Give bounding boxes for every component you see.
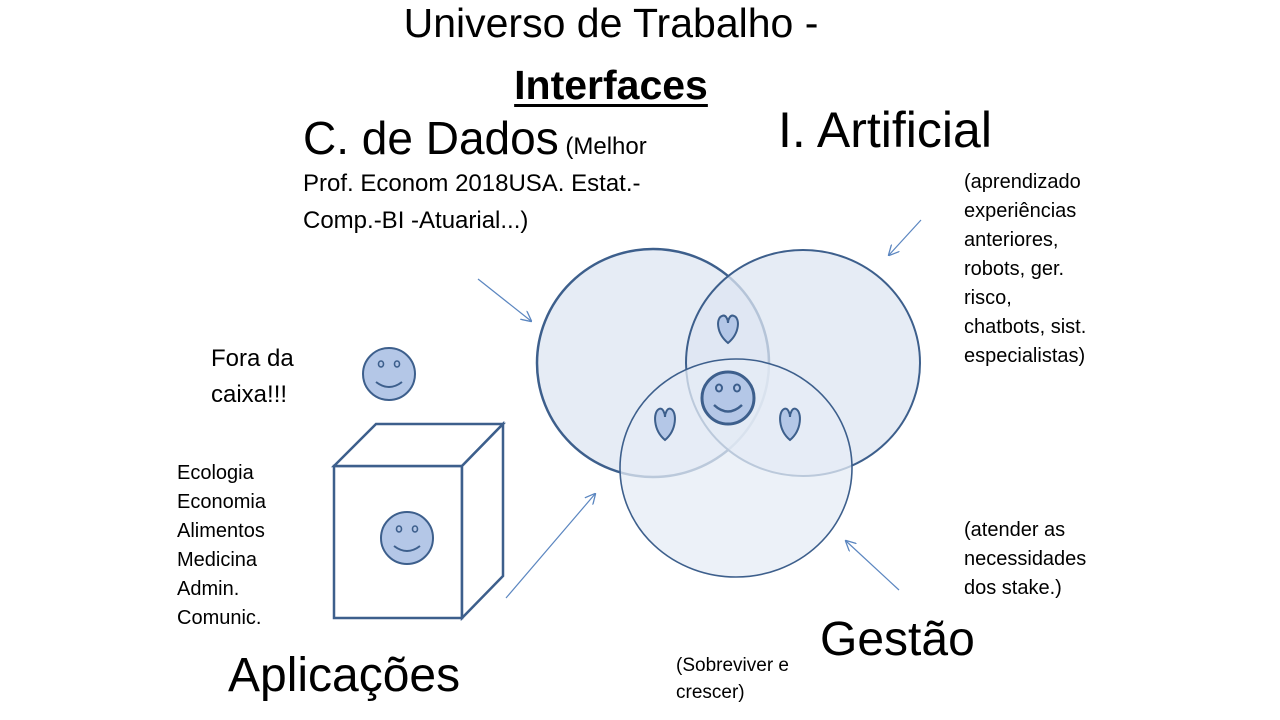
ciencia-dados-note-3: Comp.-BI -Atuarial...) [303, 207, 529, 234]
heart-icon [717, 314, 739, 345]
list-item: Admin. [177, 578, 240, 600]
ia-line: especialistas) [964, 345, 1086, 367]
list-item: Medicina [177, 549, 258, 571]
fora-line-1: Fora da [211, 345, 294, 372]
gestao-sub-line-2: crescer) [676, 682, 745, 703]
gestao-line: (atender as [964, 519, 1066, 541]
aplicacoes-list: Ecologia Economia Alimentos Medicina Adm… [177, 459, 266, 633]
list-item: Ecologia [177, 462, 254, 484]
ia-line: risco, [964, 287, 1012, 309]
title-line-2: Interfaces [0, 62, 1222, 108]
aplicacoes-label: Aplicações [228, 649, 461, 702]
gestao-label: Gestão [820, 613, 975, 666]
gestao-sub-line-1: (Sobreviver e [676, 655, 789, 676]
heart-icon [654, 407, 676, 442]
gestao-line: dos stake.) [964, 577, 1062, 599]
ia-line: chatbots, sist. [964, 316, 1087, 338]
list-item: Alimentos [177, 520, 265, 542]
inteligencia-artificial-label: I. Artificial [778, 102, 992, 158]
title-line-1: Universo de Trabalho - [403, 0, 819, 46]
gestao-description: (atender as necessidades dos stake.) [964, 516, 1124, 603]
ia-line: (aprendizado [964, 171, 1081, 193]
smiley-face-icon [700, 370, 756, 426]
list-item: Comunic. [177, 607, 262, 629]
list-item: Economia [177, 491, 266, 513]
arrow-ciencia-dados [477, 278, 531, 321]
arrow-gestao [846, 541, 900, 591]
ciencia-dados-block: C. de Dados (Melhor Prof. Econom 2018USA… [303, 115, 743, 239]
title-interfaces: Interfaces [514, 62, 708, 108]
ia-line: robots, ger. [964, 258, 1065, 280]
gestao-line: necessidades [964, 548, 1087, 570]
heart-icon [779, 407, 801, 442]
fora-da-caixa-text: Fora da caixa!!! [211, 341, 331, 413]
arrow-aplicacoes [505, 494, 595, 599]
gestao-subtitle: (Sobreviver e crescer) [676, 652, 826, 706]
inteligencia-artificial-description: (aprendizado experiências anteriores, ro… [964, 168, 1134, 371]
smiley-face-icon [362, 347, 416, 401]
ciencia-dados-label: C. de Dados [303, 112, 559, 164]
ia-line: experiências [964, 200, 1077, 222]
arrow-inteligencia-artificial [889, 219, 922, 255]
ciencia-dados-note-2: Prof. Econom 2018USA. Estat.- [303, 170, 641, 197]
ciencia-dados-note-1: (Melhor [565, 133, 647, 160]
fora-line-2: caixa!!! [211, 381, 288, 408]
ciencia-dados-line-1: C. de Dados (Melhor [303, 115, 743, 165]
smiley-face-icon [380, 511, 434, 565]
ia-line: anteriores, [964, 229, 1059, 251]
